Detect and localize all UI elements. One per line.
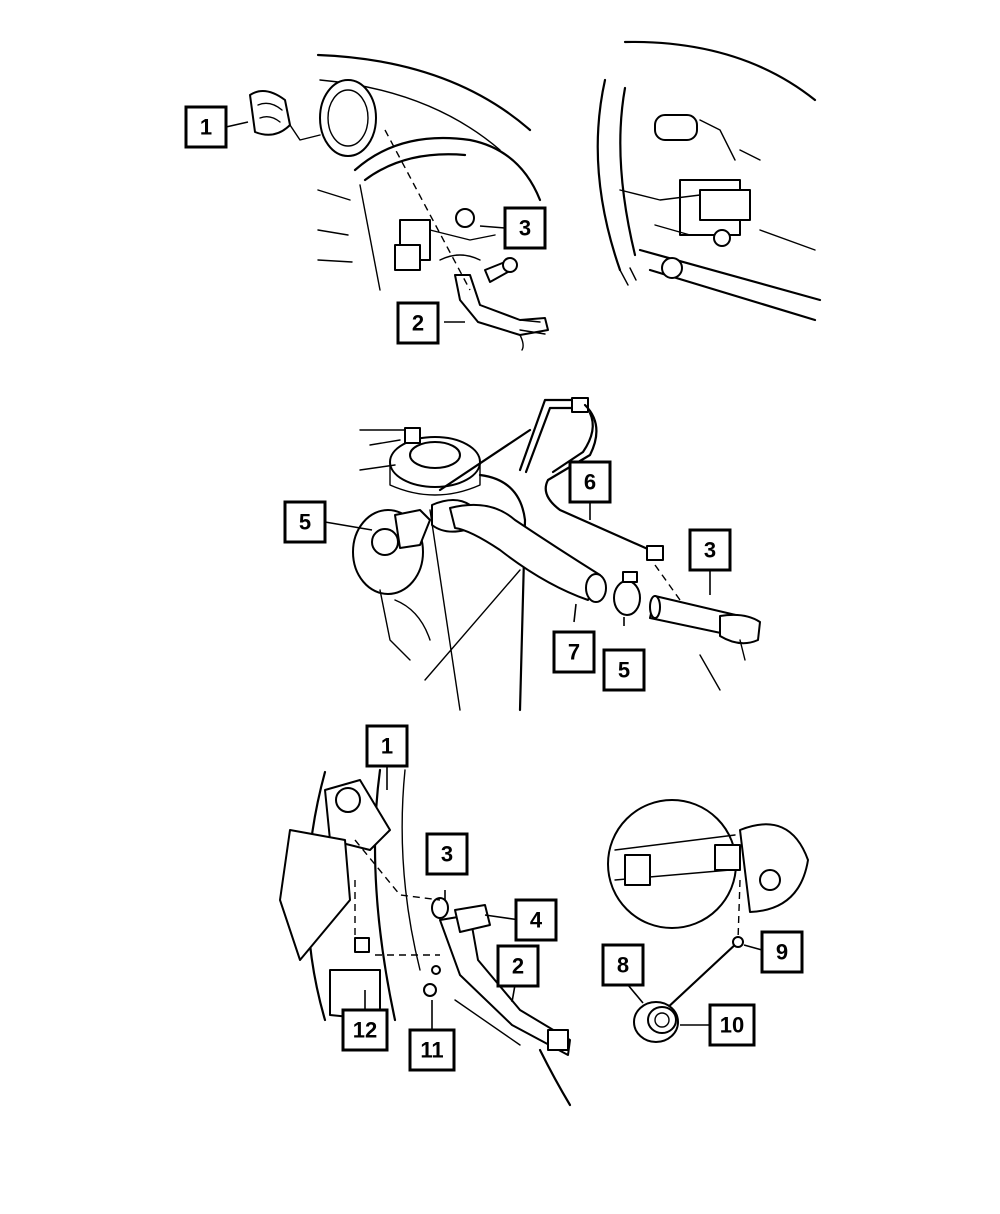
callout-3-middle: 3	[688, 528, 732, 572]
fuel-cap	[633, 1001, 679, 1043]
callout-label: 8	[617, 953, 629, 978]
callout-label: 5	[299, 510, 311, 535]
vent-tube	[518, 397, 664, 561]
callout-2-top: 2	[396, 301, 440, 345]
callout-9-bottom: 9	[760, 930, 804, 974]
callout-6-middle: 6	[568, 460, 612, 504]
fuel-door-housing-part	[249, 90, 321, 141]
callout-label: 9	[776, 940, 788, 965]
callout-5-middle-right: 5	[602, 648, 646, 692]
callout-12-bottom: 12	[341, 1008, 389, 1052]
callout-label: 12	[353, 1018, 377, 1043]
fuel-door-housing	[324, 779, 391, 851]
callout-label: 2	[412, 311, 424, 336]
callout-4-bottom: 4	[514, 898, 558, 942]
callout-1-bottom: 1	[365, 724, 409, 768]
callout-11-bottom: 11	[408, 1028, 456, 1072]
filler-hose	[449, 503, 607, 603]
callout-3-top: 3	[503, 206, 547, 250]
callout-3-bottom: 3	[425, 832, 469, 876]
callout-label: 11	[420, 1038, 443, 1063]
callout-label: 10	[720, 1013, 744, 1038]
callout-label: 3	[441, 842, 453, 867]
callout-label: 4	[530, 908, 543, 933]
callout-label: 3	[704, 538, 716, 563]
callout-10-bottom: 10	[708, 1003, 756, 1047]
callout-label: 3	[519, 216, 531, 241]
filler-neck	[649, 595, 761, 691]
callout-2-bottom: 2	[496, 944, 540, 988]
view-top-right	[596, 40, 822, 322]
view-top-left	[225, 53, 549, 351]
view-bottom-right	[607, 799, 809, 1043]
callout-label: 1	[200, 115, 212, 140]
callout-label: 2	[512, 954, 524, 979]
filler-bracket-assembly	[394, 208, 496, 271]
hose-clamp	[613, 571, 641, 616]
fuel-filler-tube	[454, 257, 549, 351]
view-middle	[324, 397, 761, 712]
callout-7-middle: 7	[552, 630, 596, 674]
callout-5-middle-left: 5	[283, 500, 327, 544]
callout-label: 1	[381, 734, 393, 759]
callout-label: 5	[618, 658, 630, 683]
callout-8-bottom: 8	[601, 943, 645, 987]
callout-label: 7	[568, 640, 580, 665]
view-bottom-left	[279, 760, 572, 1107]
callout-1-top: 1	[184, 105, 228, 149]
callout-label: 6	[584, 470, 596, 495]
filler-tube-lower	[431, 897, 572, 1107]
